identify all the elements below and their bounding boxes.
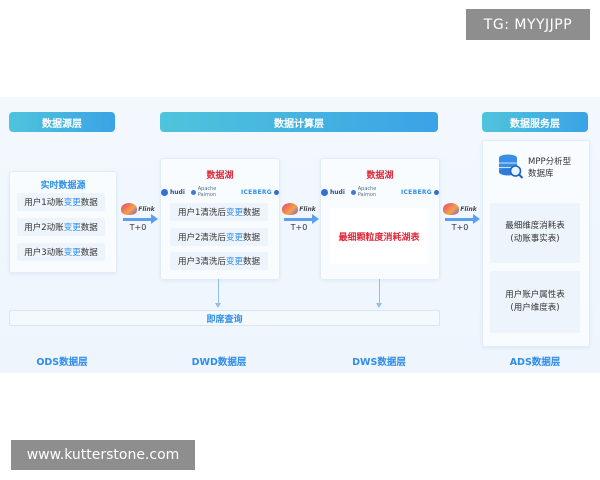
flink-label: Flink <box>460 205 477 213</box>
flink-time: T+0 <box>290 223 308 232</box>
row-suffix: 数据 <box>242 233 260 243</box>
ads-fact-table: 最细维度消耗表 (动账事实表) <box>490 203 580 263</box>
row-suffix: 数据 <box>80 198 98 208</box>
flink-icon <box>121 203 138 215</box>
row-highlight: 变更 <box>63 248 81 258</box>
layer-label-dws: DWS数据层 <box>352 357 406 368</box>
flink-label: Flink <box>138 205 155 213</box>
paimon-logo: Apache Paimon <box>350 186 395 198</box>
hudi-logo: hudi <box>321 188 345 196</box>
row-suffix: 数据 <box>242 257 260 267</box>
query-connector-dwd <box>218 279 219 303</box>
fact-table-name: 最细维度消耗表 <box>505 221 565 231</box>
iceberg-logo: ICEBERG <box>241 189 279 196</box>
hudi-label: hudi <box>170 188 185 196</box>
flink-icon <box>282 203 299 215</box>
flink-time: T+0 <box>451 223 469 232</box>
ods-row-3: 用户3动账变更数据 <box>17 243 105 261</box>
iceberg-label: ICEBERG <box>400 188 432 196</box>
flow-arrow <box>284 214 319 224</box>
ods-title: 实时数据源 <box>40 181 86 191</box>
watermark-top: TG: MYYJJPP <box>466 9 590 40</box>
paimon-label: Apache Paimon <box>197 186 217 198</box>
hudi-label: hudi <box>330 188 345 196</box>
iceberg-icon <box>274 189 279 195</box>
row-suffix: 数据 <box>242 208 260 218</box>
ods-row-1: 用户1动账变更数据 <box>17 193 105 211</box>
row-highlight: 变更 <box>225 257 243 267</box>
header-compute: 数据计算层 <box>160 112 438 132</box>
header-service: 数据服务层 <box>482 112 588 132</box>
dwd-title: 数据湖 <box>206 171 234 181</box>
mpp-label-line2: 数据库 <box>528 169 554 179</box>
flink-time: T+0 <box>129 223 147 232</box>
row-suffix: 数据 <box>80 223 98 233</box>
dws-title: 数据湖 <box>366 171 394 181</box>
watermark-bottom: www.kutterstone.com <box>11 440 195 470</box>
query-connector-dws <box>379 279 380 303</box>
row-prefix: 用户3清洗后 <box>178 257 226 267</box>
ods-row-2: 用户2动账变更数据 <box>17 218 105 236</box>
iceberg-icon <box>434 189 439 195</box>
row-suffix: 数据 <box>80 248 98 258</box>
flink-connector-1: Flink T+0 <box>119 203 158 232</box>
dwd-row-1: 用户1清洗后变更数据 <box>170 203 268 221</box>
row-prefix: 用户1清洗后 <box>178 208 226 218</box>
dws-table-box: 最细颗粒度消耗湖表 <box>330 208 428 264</box>
paimon-icon <box>190 189 196 195</box>
mpp-database-icon <box>499 154 524 179</box>
mpp-label-line1: MPP分析型 <box>528 157 572 167</box>
lake-logos: hudi Apache Paimon ICEBERG <box>321 186 439 198</box>
paimon-logo: Apache Paimon <box>190 186 235 198</box>
iceberg-logo: ICEBERG <box>401 189 439 196</box>
row-prefix: 用户3动账 <box>24 248 64 258</box>
dim-table-desc: (用户维度表) <box>510 303 560 313</box>
hudi-logo: hudi <box>161 188 185 196</box>
row-prefix: 用户2动账 <box>24 223 64 233</box>
fact-table-desc: (动账事实表) <box>510 234 560 244</box>
mpp-label: MPP分析型 数据库 <box>528 156 571 180</box>
dwd-row-3: 用户3清洗后变更数据 <box>170 252 268 270</box>
flink-label: Flink <box>299 205 316 213</box>
layer-label-ods: ODS数据层 <box>36 357 88 368</box>
layer-label-ads: ADS数据层 <box>509 357 561 368</box>
ads-dim-table: 用户账户属性表 (用户维度表) <box>490 271 580 333</box>
paimon-icon <box>350 189 356 195</box>
arrow-down-icon <box>215 303 221 308</box>
row-highlight: 变更 <box>225 208 243 218</box>
flink-connector-2: Flink T+0 <box>280 203 319 232</box>
hudi-icon <box>161 188 168 196</box>
adhoc-query-bar: 即席查询 <box>9 310 440 326</box>
header-source: 数据源层 <box>9 112 115 132</box>
dim-table-name: 用户账户属性表 <box>505 290 565 300</box>
layer-label-dwd: DWD数据层 <box>191 357 247 368</box>
row-highlight: 变更 <box>225 233 243 243</box>
row-prefix: 用户2清洗后 <box>178 233 226 243</box>
paimon-label: Apache Paimon <box>357 186 377 198</box>
iceberg-label: ICEBERG <box>240 188 272 196</box>
arrow-down-icon <box>376 303 382 308</box>
flow-arrow <box>123 214 158 224</box>
row-prefix: 用户1动账 <box>24 198 64 208</box>
row-highlight: 变更 <box>63 198 81 208</box>
flink-icon <box>443 203 460 215</box>
row-highlight: 变更 <box>63 223 81 233</box>
flink-connector-3: Flink T+0 <box>441 203 480 232</box>
lake-logos: hudi Apache Paimon ICEBERG <box>161 186 279 198</box>
dwd-row-2: 用户2清洗后变更数据 <box>170 228 268 246</box>
flow-arrow <box>445 214 480 224</box>
hudi-icon <box>321 188 328 196</box>
